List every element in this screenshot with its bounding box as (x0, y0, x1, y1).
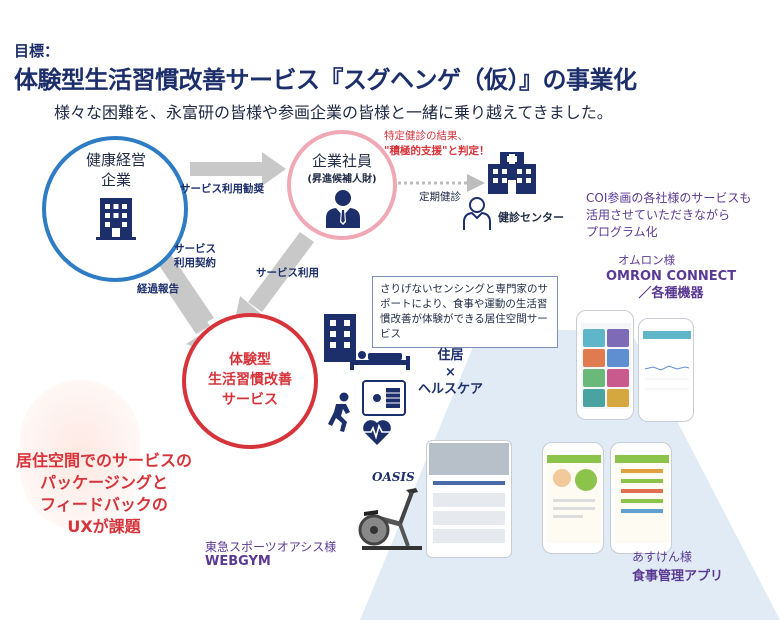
omron-product-name: OMRON CONNECT ／各種機器 (606, 269, 737, 301)
asuken-phone-1 (542, 442, 604, 554)
report-label: 経過報告 (137, 283, 179, 295)
service-circle (182, 313, 318, 449)
recommend-label: サービス利用勧奨 (180, 183, 264, 195)
goal-label: 目標： (14, 42, 60, 60)
webgym-phone (426, 440, 512, 558)
omron-phone-1 (576, 310, 634, 420)
checkup-result-line2: "積極的支援"と判定！ (384, 145, 490, 157)
housing-healthcare-label: 住居 × ヘルスケア (418, 348, 484, 397)
exercise-bike-icon (358, 488, 422, 550)
webgym-product-name: WEBGYM (205, 554, 271, 569)
coi-note: COI参画の各社様のサービスも 活用させていただきながら プログラム化 (586, 191, 752, 239)
service-label: 体験型 生活習慣改善 サービス (208, 352, 292, 408)
oasis-logo: OASIS (372, 470, 415, 484)
bed-icon (350, 348, 410, 370)
page-title: 体験型生活習慣改善サービス『スグヘンゲ（仮）』の事業化 (14, 66, 637, 94)
doctor-icon (463, 197, 491, 230)
businessman-icon (326, 190, 360, 228)
oasis-logo-text: OASIS (372, 470, 415, 484)
checkup-arrow-label: 定期健診 (419, 191, 461, 203)
health-company-text: 健康経営 企業 (85, 151, 146, 189)
scale-icon (362, 380, 406, 416)
contract-label: サービス 利用契約 (174, 243, 216, 269)
checkup-result-line1: 特定健診の結果、 (384, 130, 468, 142)
ux-glow (20, 380, 140, 530)
heart-monitor-icon (363, 420, 391, 445)
omron-graph (644, 365, 690, 390)
hospital-icon (488, 152, 536, 194)
running-icon (328, 392, 350, 432)
omron-phone-2 (638, 318, 694, 422)
asuken-phone-2 (610, 442, 672, 554)
employee-circle (287, 130, 397, 240)
arrow-recommend (190, 152, 286, 186)
tokyu-partner-label: 東急スポーツオアシス様 (205, 540, 337, 554)
service-use-label: サービス利用 (256, 267, 319, 279)
asuken-product-name: 食事管理アプリ (632, 569, 724, 584)
service-description-callout: さりげないセンシングと専門家のサポートにより、食事や運動の生活習慣改善が体験がで… (372, 276, 558, 348)
checkup-center-label: 健診センター (498, 211, 564, 224)
building-icon (96, 198, 136, 240)
ux-issue-text: 居住空間でのサービスの パッケージングと フィードバックの UXが課題 (15, 451, 192, 536)
checkup-result-note: 特定健診の結果、 "積極的支援"と判定！ (384, 129, 489, 159)
asuken-partner-label: あすけん様 (632, 550, 693, 564)
omron-partner-label: オムロン様 (618, 253, 676, 267)
page-subtitle: 様々な困難を、永富研の皆様や参画企業の皆様と一緒に乗り越えてきました。 (54, 103, 613, 122)
health-company-label: 健康経営 企業 (62, 150, 170, 190)
employee-sublabel: (昇進候補人財) (307, 174, 377, 185)
employee-label: 企業社員 (311, 152, 372, 170)
